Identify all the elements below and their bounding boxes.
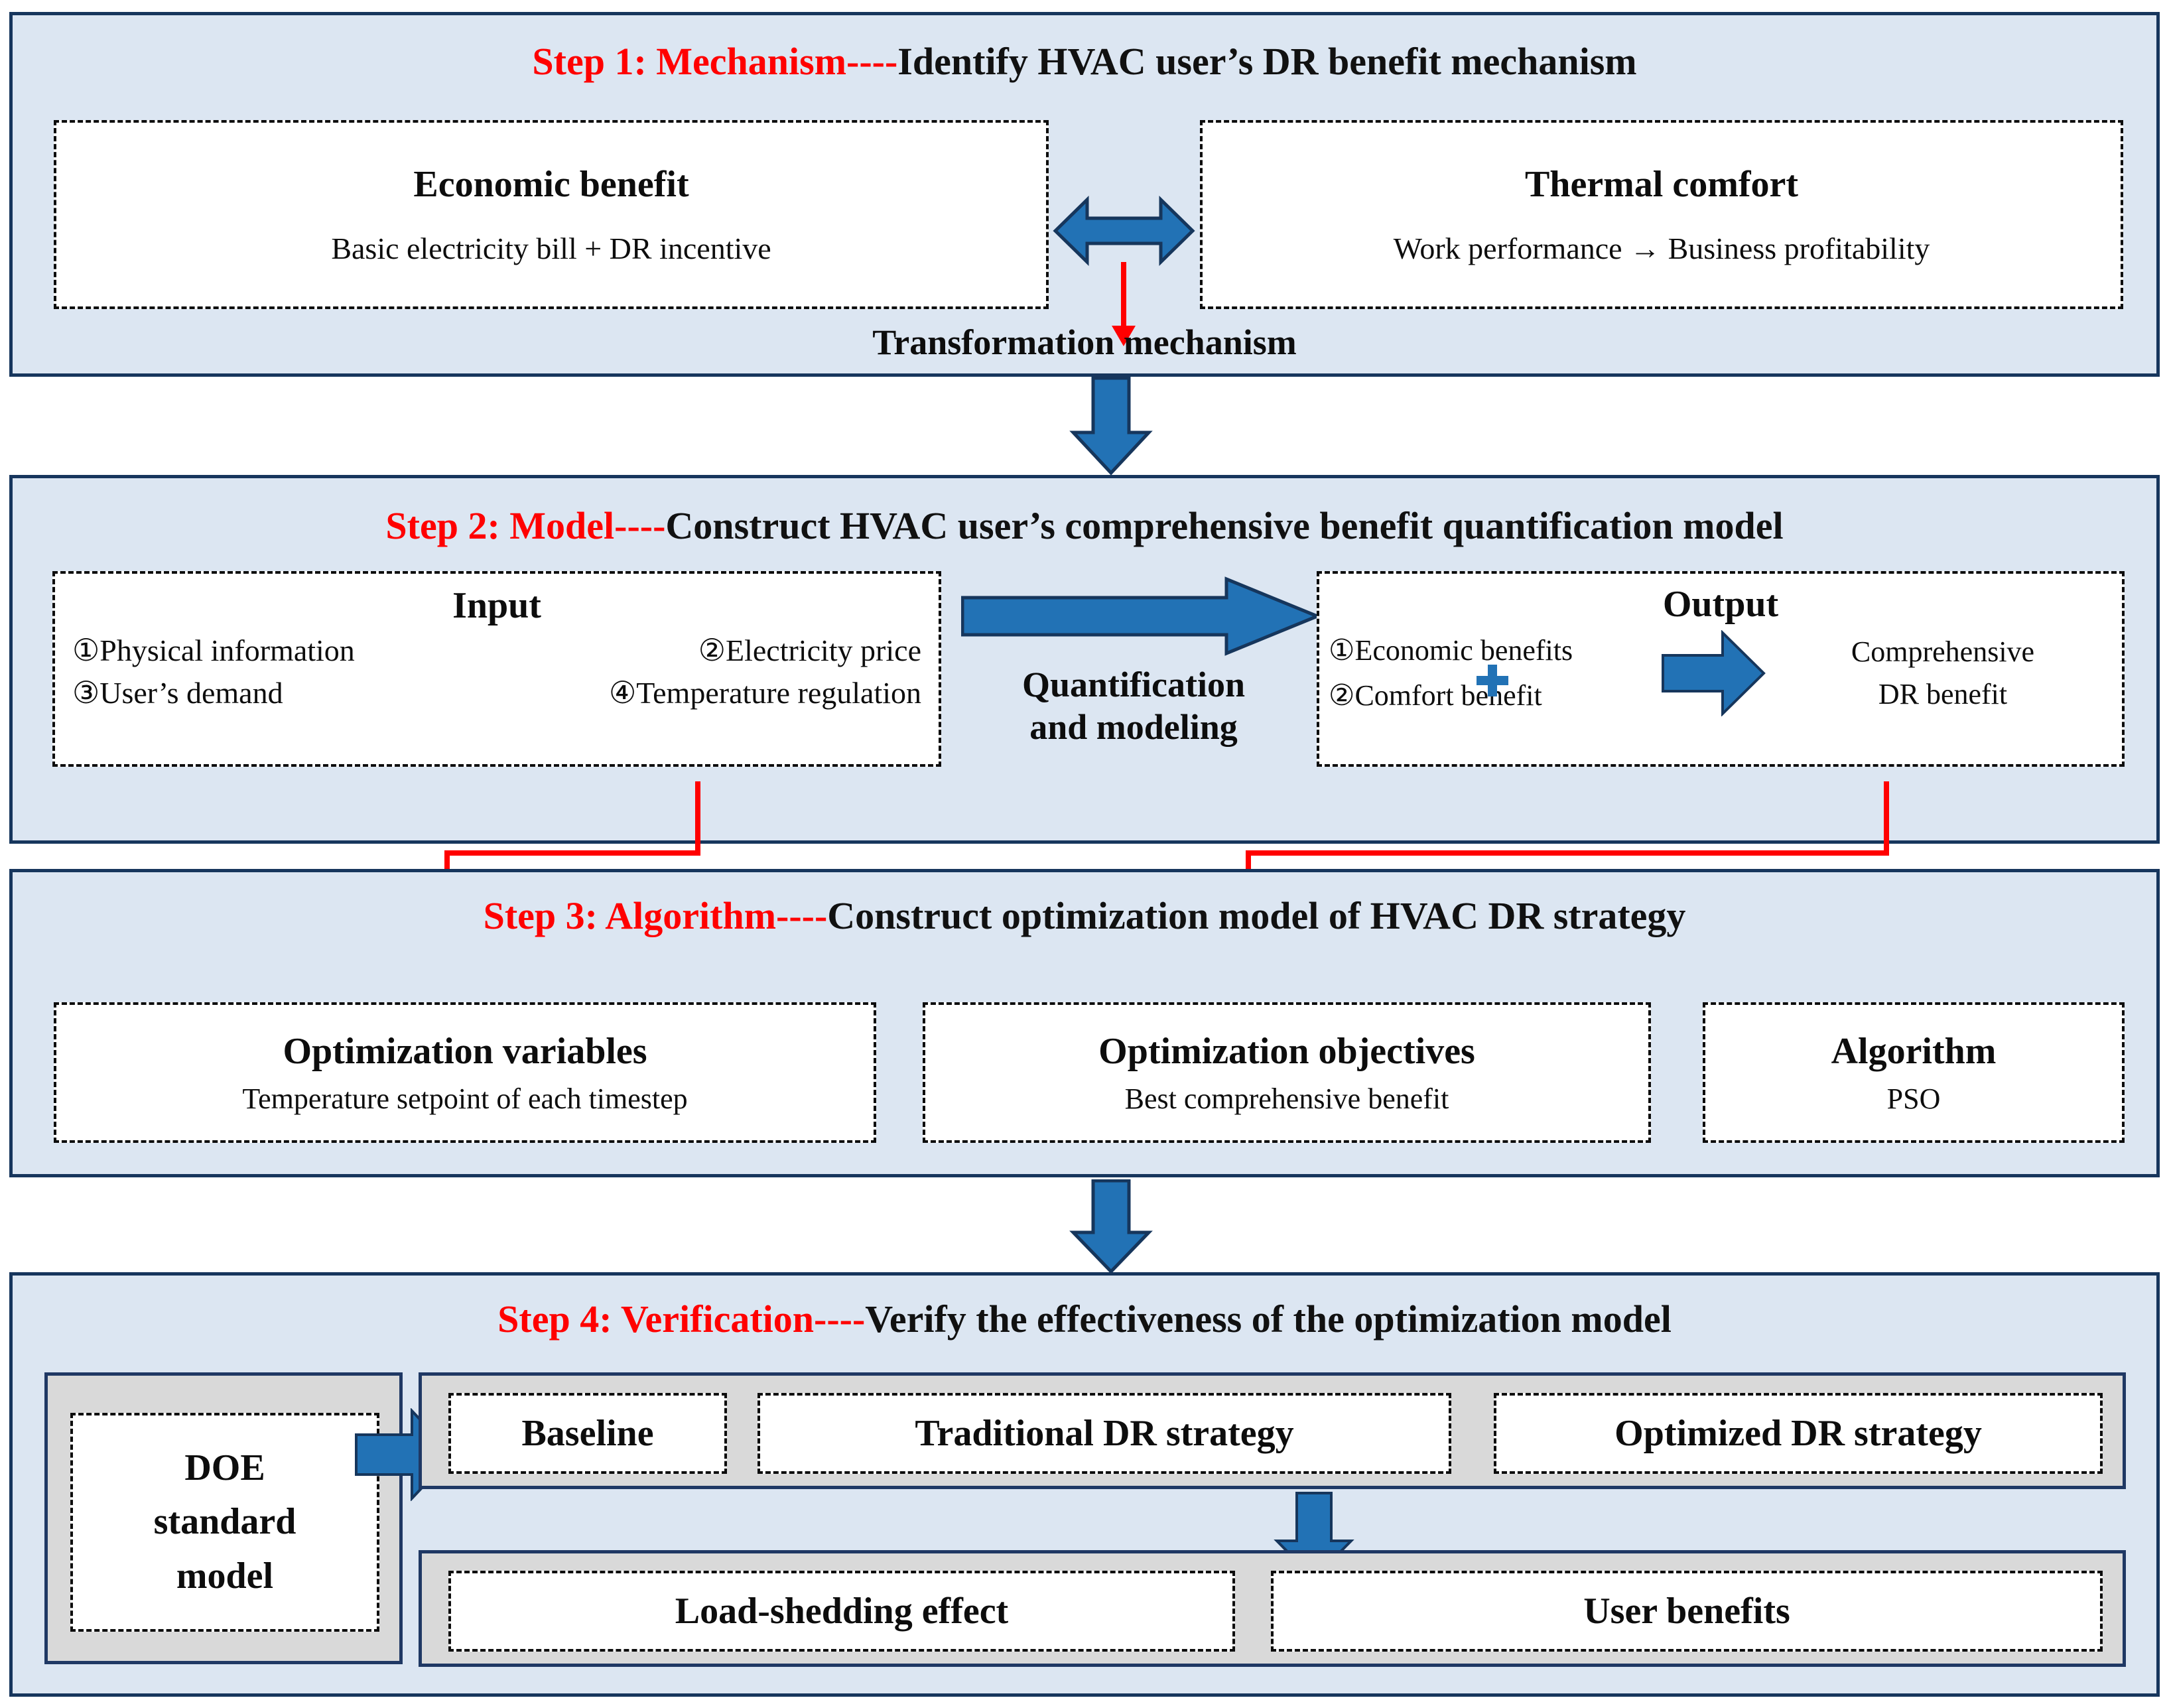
algorithm-sub: PSO <box>1886 1082 1941 1115</box>
doe-standard-model-box: DOE standard model <box>70 1413 379 1632</box>
thermal-comfort-heading: Thermal comfort <box>1524 164 1799 205</box>
right-arrow-icon-quantification <box>960 576 1322 656</box>
economic-benefit-box: Economic benefit Basic electricity bill … <box>54 120 1049 309</box>
input-heading: Input <box>452 585 541 626</box>
algorithm-heading: Algorithm <box>1831 1030 1997 1072</box>
step2-panel: Step 2: Model----Construct HVAC user’s c… <box>9 475 2160 844</box>
doe-standard-model-panel: DOE standard model <box>44 1372 403 1664</box>
algorithm-box: Algorithm PSO <box>1703 1002 2125 1143</box>
input-item-4: ④Temperature regulation <box>609 676 921 710</box>
step2-title: Step 2: Model----Construct HVAC user’s c… <box>13 503 2156 548</box>
optimization-objectives-box: Optimization objectives Best comprehensi… <box>923 1002 1651 1143</box>
input-item-3: ③User’s demand <box>72 676 283 710</box>
step2-title-black: Construct HVAC user’s comprehensive bene… <box>665 504 1784 547</box>
input-box: Input ①Physical information ②Electricity… <box>52 571 941 767</box>
step3-title-red: Step 3: Algorithm---- <box>483 894 828 937</box>
step4-title-black: Verify the effectiveness of the optimiza… <box>865 1297 1672 1341</box>
baseline-box: Baseline <box>448 1393 727 1474</box>
optimized-dr-strategy-label: Optimized DR strategy <box>1614 1413 1982 1454</box>
step3-panel: Step 3: Algorithm----Construct optimizat… <box>9 869 2160 1177</box>
transformation-mechanism-label: Transformation mechanism <box>872 322 1297 362</box>
step2-title-red: Step 2: Model---- <box>385 504 666 547</box>
plus-icon <box>1475 663 1510 712</box>
step1-title: Step 1: Mechanism----Identify HVAC user’… <box>13 39 2156 84</box>
output-box: Output ①Economic benefits ②Comfort benef… <box>1317 571 2125 767</box>
red-connector-line-left-vert <box>695 781 700 854</box>
doe-line-3: model <box>176 1555 274 1597</box>
user-benefits-box: User benefits <box>1271 1571 2103 1652</box>
output-item-1: ①Economic benefits <box>1329 634 1573 667</box>
output-heading: Output <box>1662 584 1779 625</box>
output-result-line1: Comprehensive <box>1851 635 2035 669</box>
input-item-2: ②Electricity price <box>698 633 921 667</box>
step1-title-black: Identify HVAC user’s DR benefit mechanis… <box>897 40 1637 83</box>
red-down-arrow-icon <box>1107 262 1140 347</box>
optimization-variables-sub: Temperature setpoint of each timestep <box>242 1082 688 1115</box>
strategies-row-panel: Baseline Traditional DR strategy Optimiz… <box>419 1372 2126 1489</box>
down-arrow-icon-step3-step4 <box>1061 1179 1161 1274</box>
step3-title: Step 3: Algorithm----Construct optimizat… <box>13 893 2156 938</box>
step1-title-red: Step 1: Mechanism---- <box>532 40 898 83</box>
input-item-1: ①Physical information <box>72 633 355 667</box>
red-connector-line-right-vert <box>1884 781 1889 854</box>
optimization-variables-box: Optimization variables Temperature setpo… <box>54 1002 876 1143</box>
economic-benefit-heading: Economic benefit <box>413 164 689 205</box>
doe-line-1: DOE <box>184 1447 265 1489</box>
step4-title-red: Step 4: Verification---- <box>497 1297 866 1341</box>
thermal-comfort-sub: Work performance → Business profitabilit… <box>1393 231 1930 265</box>
step4-title: Step 4: Verification----Verify the effec… <box>13 1297 2156 1341</box>
output-result-line2: DR benefit <box>1878 678 2008 711</box>
thermal-comfort-box: Thermal comfort Work performance → Busin… <box>1200 120 2123 309</box>
step3-title-black: Construct optimization model of HVAC DR … <box>827 894 1686 937</box>
load-shedding-effect-label: Load-shedding effect <box>675 1591 1009 1632</box>
double-arrow-icon <box>1053 193 1195 269</box>
right-arrow-icon-output <box>1654 630 1773 717</box>
step1-panel: Step 1: Mechanism----Identify HVAC user’… <box>9 12 2160 377</box>
red-connector-line-left-horiz <box>446 850 700 856</box>
red-connector-line-right-horiz <box>1247 850 1889 856</box>
user-benefits-label: User benefits <box>1583 1591 1790 1632</box>
load-shedding-effect-box: Load-shedding effect <box>448 1571 1235 1652</box>
quantification-label: Quantification and modeling <box>961 664 1306 748</box>
optimization-objectives-heading: Optimization objectives <box>1098 1030 1475 1072</box>
optimized-dr-strategy-box: Optimized DR strategy <box>1494 1393 2103 1474</box>
quantification-label-line1: Quantification <box>1021 665 1246 704</box>
doe-line-2: standard <box>153 1501 296 1543</box>
traditional-dr-strategy-label: Traditional DR strategy <box>915 1413 1294 1454</box>
down-arrow-icon-step1-step2 <box>1061 376 1161 476</box>
results-row-panel: Load-shedding effect User benefits <box>419 1550 2126 1667</box>
baseline-label: Baseline <box>521 1413 654 1454</box>
quantification-label-line2: and modeling <box>1029 706 1238 747</box>
economic-benefit-sub: Basic electricity bill + DR incentive <box>331 231 771 265</box>
optimization-objectives-sub: Best comprehensive benefit <box>1124 1082 1449 1115</box>
traditional-dr-strategy-box: Traditional DR strategy <box>757 1393 1451 1474</box>
step4-panel: Step 4: Verification----Verify the effec… <box>9 1272 2160 1697</box>
optimization-variables-heading: Optimization variables <box>283 1030 647 1072</box>
